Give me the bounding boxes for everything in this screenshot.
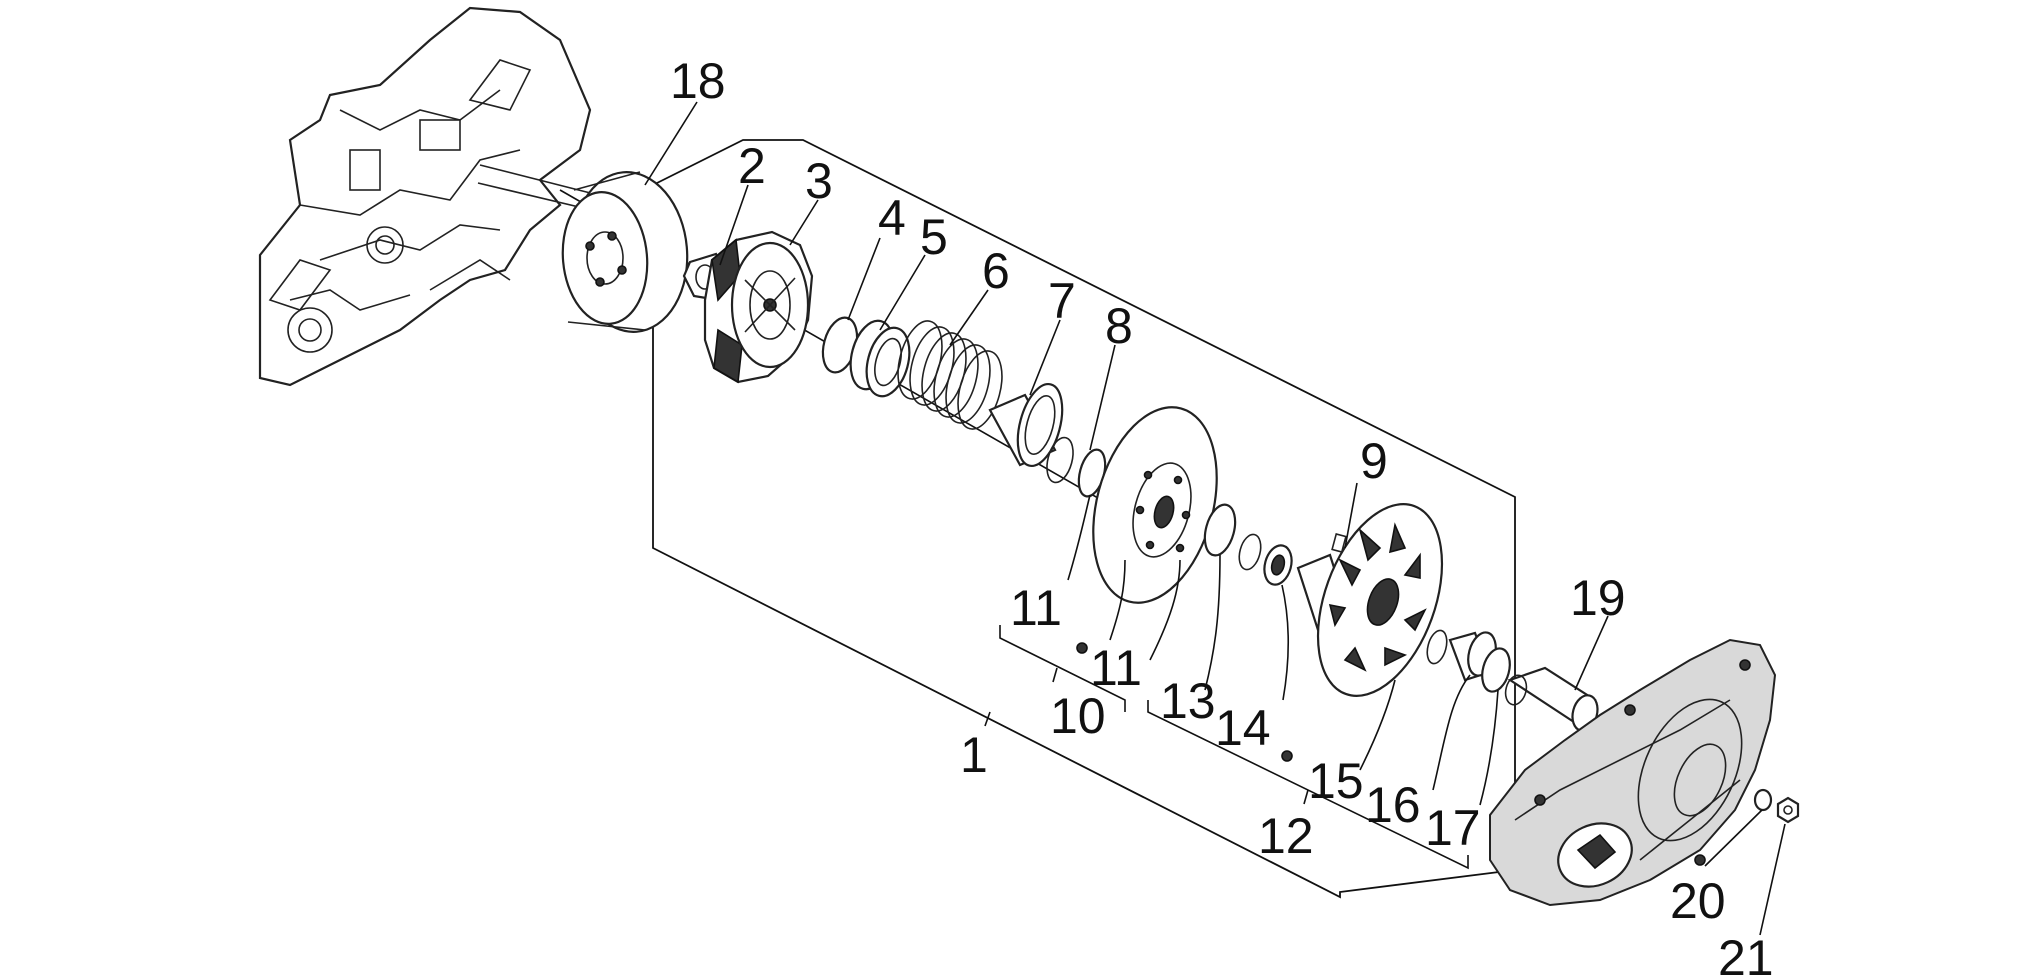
leader-lines bbox=[644, 101, 1786, 936]
part-6-spring bbox=[897, 320, 1003, 430]
callout-1: 1 bbox=[960, 727, 988, 783]
marker-dot-11 bbox=[1076, 642, 1088, 654]
part-18-clutch-bell bbox=[561, 171, 689, 333]
callout-17: 17 bbox=[1425, 800, 1481, 856]
callout-labels: 18 2 3 4 5 6 7 8 9 11 11 10 13 14 1 15 1… bbox=[670, 53, 1774, 978]
part-15-fan-pulley bbox=[1296, 503, 1444, 697]
marker-dot-12 bbox=[1281, 750, 1293, 762]
part-13-ring bbox=[1203, 503, 1237, 557]
transmission-cover bbox=[1489, 638, 1777, 907]
callout-21: 21 bbox=[1718, 930, 1774, 978]
callout-16: 16 bbox=[1365, 777, 1421, 833]
part-21-nut bbox=[1776, 796, 1800, 824]
callout-18: 18 bbox=[670, 53, 726, 109]
callout-8: 8 bbox=[1105, 298, 1133, 354]
callout-7: 7 bbox=[1048, 273, 1076, 329]
part-7-sleeve bbox=[988, 383, 1064, 467]
part-14-bearing bbox=[1238, 533, 1293, 586]
callout-4: 4 bbox=[878, 190, 906, 246]
part-17-ring bbox=[1481, 647, 1511, 693]
callout-15: 15 bbox=[1308, 753, 1364, 809]
part-3-clutch-assembly bbox=[703, 230, 814, 384]
callout-14: 14 bbox=[1215, 700, 1271, 756]
part-10-pulley-disc bbox=[1092, 406, 1218, 604]
callout-11-left: 11 bbox=[1010, 580, 1062, 636]
callout-12: 12 bbox=[1258, 808, 1314, 864]
callout-19: 19 bbox=[1570, 570, 1626, 626]
part-20-washer bbox=[1753, 788, 1773, 812]
callout-20: 20 bbox=[1670, 873, 1726, 929]
callout-3: 3 bbox=[805, 153, 833, 209]
callout-11-right: 11 bbox=[1090, 640, 1142, 696]
callout-6: 6 bbox=[982, 243, 1010, 299]
callout-10: 10 bbox=[1050, 688, 1106, 744]
callout-13: 13 bbox=[1160, 673, 1216, 729]
callout-2: 2 bbox=[738, 138, 766, 194]
callout-5: 5 bbox=[920, 209, 948, 265]
crankcase-housing bbox=[258, 6, 592, 387]
callout-9: 9 bbox=[1360, 433, 1388, 489]
